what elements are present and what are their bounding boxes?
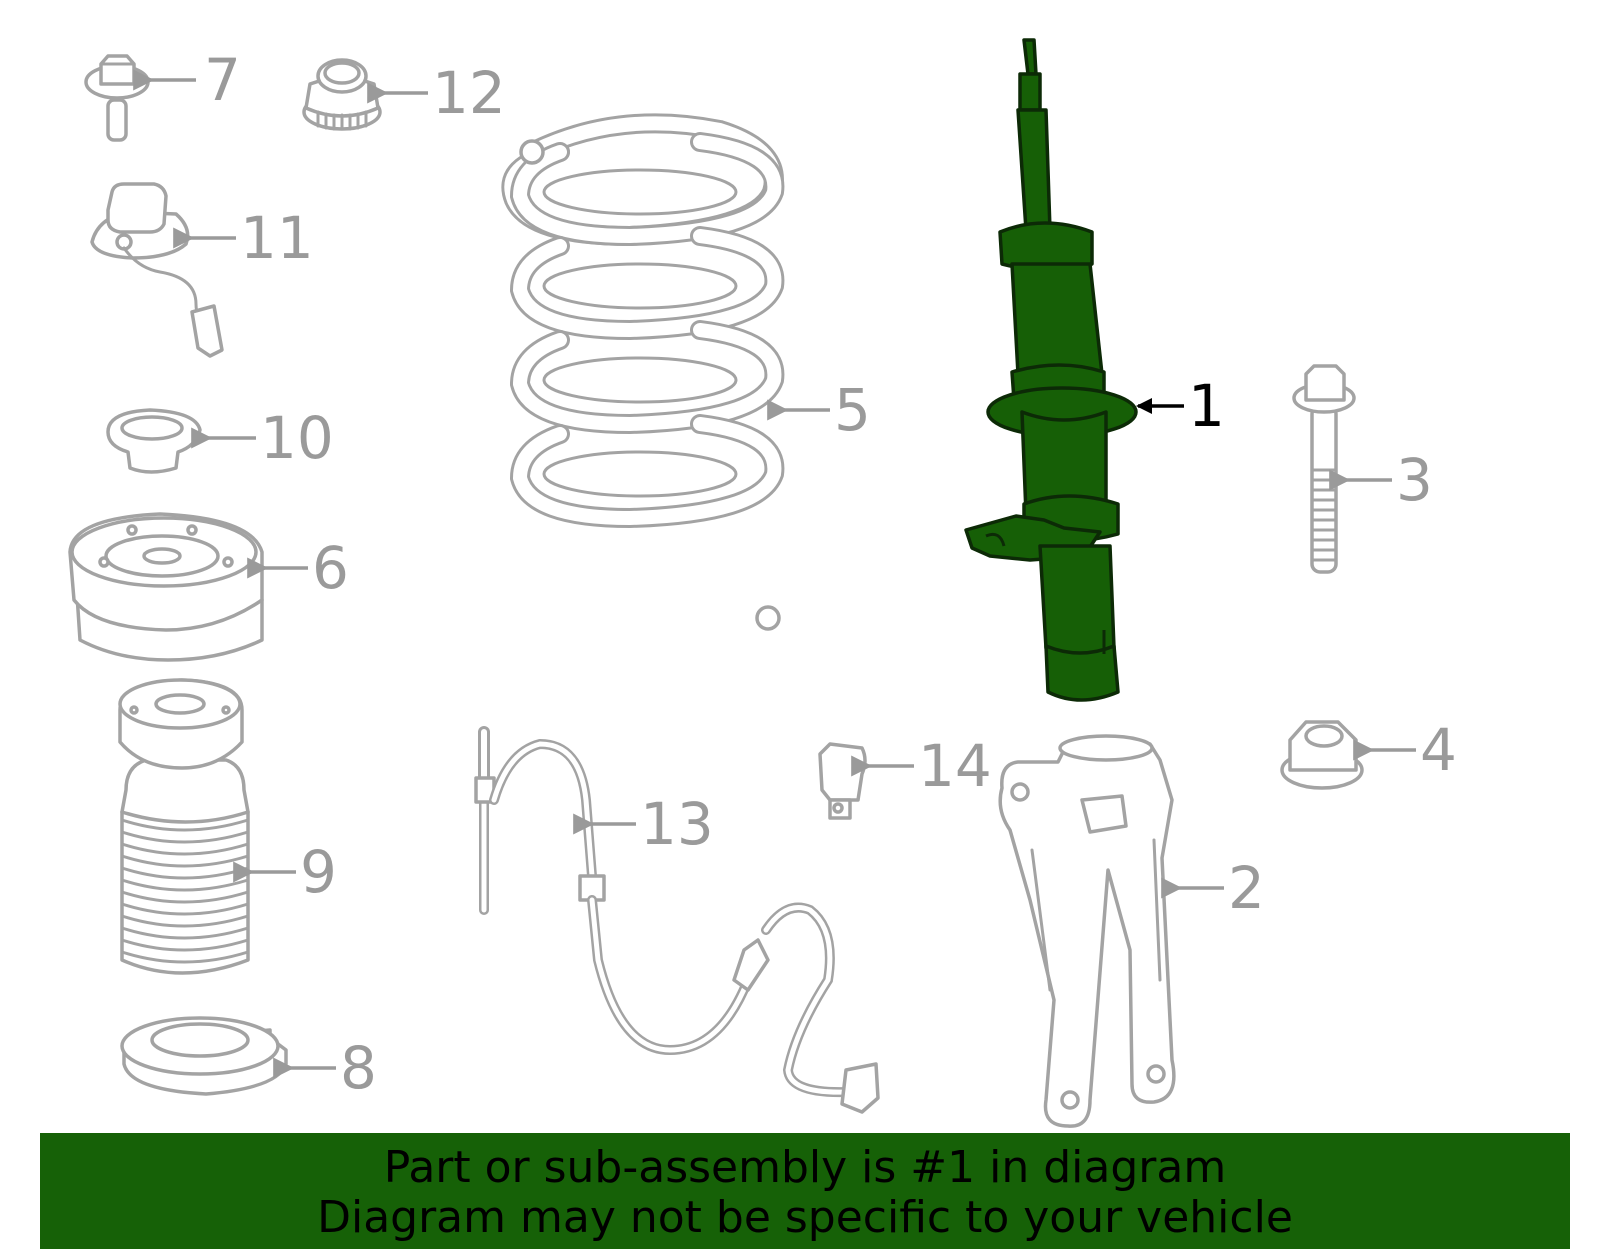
lower-spring-seat-icon[interactable] — [120, 1016, 288, 1096]
part-label-11[interactable]: 11 — [240, 204, 314, 272]
leader-arrows — [133, 69, 1416, 1079]
sensor-icon[interactable] — [90, 182, 224, 358]
spring-coil-inner-edge — [542, 262, 738, 310]
sensor-wire-icon[interactable] — [474, 726, 880, 1114]
bolt-icon[interactable] — [1292, 364, 1356, 574]
part-label-9[interactable]: 9 — [300, 838, 337, 906]
part-label-5[interactable]: 5 — [834, 376, 871, 444]
part-label-1[interactable]: 1 — [1188, 372, 1225, 440]
spring-coil-inner-edge — [542, 450, 738, 498]
upper-mount-icon[interactable] — [68, 512, 264, 662]
part-label-4[interactable]: 4 — [1420, 716, 1457, 784]
part-label-2[interactable]: 2 — [1228, 854, 1265, 922]
bracket-icon[interactable] — [818, 742, 867, 820]
part-label-12[interactable]: 12 — [432, 59, 506, 127]
part-label-8[interactable]: 8 — [340, 1034, 377, 1102]
flange-nut-icon[interactable] — [1280, 720, 1364, 790]
spring-coil-inner — [512, 229, 782, 338]
steering-knuckle-icon[interactable] — [998, 734, 1176, 1128]
spring-coil-inner-edge — [542, 356, 738, 404]
info-banner: Part or sub-assembly is #1 in diagram Di… — [40, 1133, 1570, 1249]
part-label-10[interactable]: 10 — [260, 404, 334, 472]
upper-spring-seat-icon[interactable] — [106, 408, 202, 474]
spring-coil-inner — [512, 135, 782, 244]
part-label-7[interactable]: 7 — [204, 46, 241, 114]
part-labels: 7 12 11 10 6 9 8 5 1 3 4 14 13 2 — [204, 46, 1457, 1102]
nut-icon[interactable] — [302, 58, 382, 131]
flange-bolt-icon[interactable] — [84, 54, 150, 142]
part-label-6[interactable]: 6 — [312, 534, 349, 602]
banner-line-1: Part or sub-assembly is #1 in diagram — [383, 1142, 1227, 1193]
bump-stop-boot-icon[interactable] — [118, 678, 250, 975]
part-label-3[interactable]: 3 — [1396, 446, 1433, 514]
strut-assembly-icon[interactable] — [964, 38, 1138, 702]
banner-line-2: Diagram may not be specific to your vehi… — [317, 1192, 1293, 1243]
spring-coil-inner-edge — [542, 168, 738, 216]
coil-spring-icon[interactable] — [501, 113, 785, 631]
spring-coil-inner — [512, 323, 782, 432]
spring-coil-inner — [512, 417, 782, 526]
part-label-14[interactable]: 14 — [918, 732, 992, 800]
part-label-13[interactable]: 13 — [640, 790, 714, 858]
